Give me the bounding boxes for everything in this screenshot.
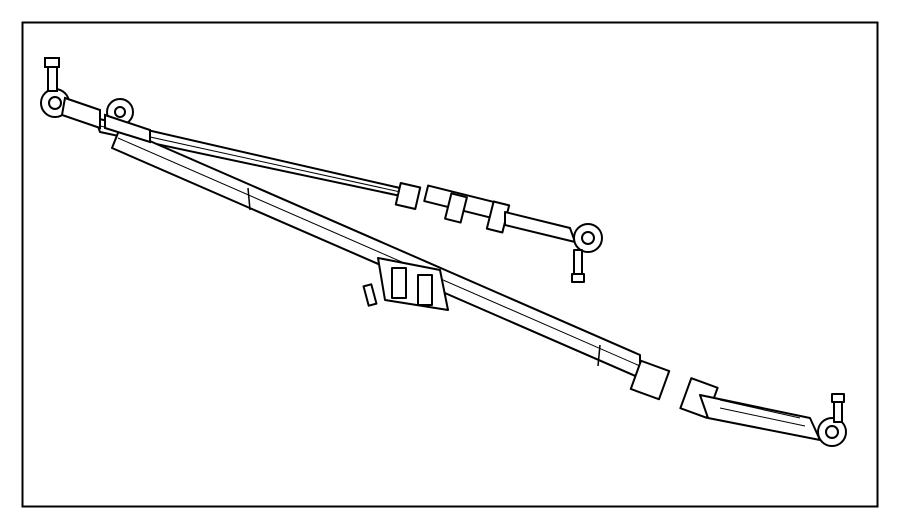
drag-link-lower [111, 127, 847, 447]
drag-link-end-right [817, 393, 847, 447]
illustration-frame [21, 21, 879, 508]
tie-rod-end-right [571, 223, 603, 283]
pitman-end-left [40, 57, 151, 144]
steering-damper-bracket [362, 257, 449, 311]
